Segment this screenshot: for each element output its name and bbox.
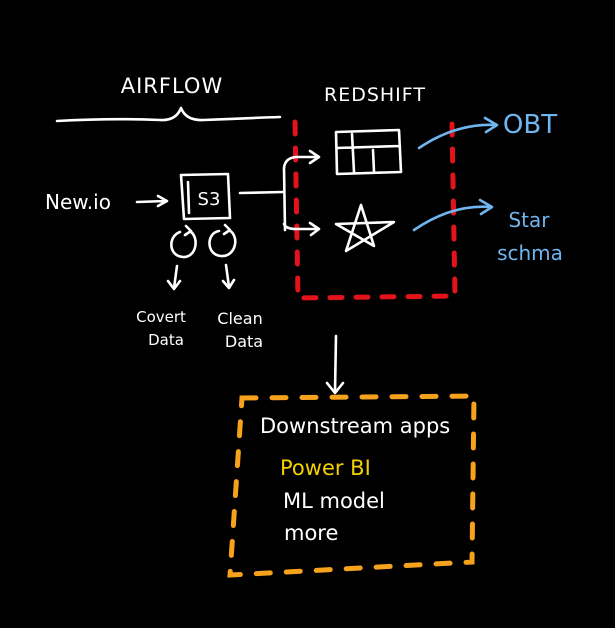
redshift-label: REDSHIFT (324, 84, 426, 106)
clean-cycle-icon (208, 223, 237, 258)
star-schema-icon (334, 203, 396, 253)
convert-label-line1: Covert (136, 308, 186, 326)
arrow-to-star-schema (412, 198, 494, 232)
arrow-to-clean (221, 263, 236, 290)
convert-cycle-icon (170, 224, 197, 259)
arrow-to-convert (166, 264, 182, 291)
obt-label: OBT (503, 110, 557, 140)
clean-label-line1: Clean (217, 309, 262, 328)
downstream-title: Downstream apps (260, 414, 450, 438)
source-label: New.io (45, 190, 111, 214)
arrow-s3-to-tables (238, 149, 321, 237)
convert-label-line2: Data (148, 331, 184, 349)
downstream-item-more: more (284, 521, 338, 545)
star-label-line1: Star (508, 208, 550, 232)
downstream-boundary (227, 393, 477, 578)
s3-label: S3 (198, 189, 221, 210)
star-label-line2: schma (497, 241, 563, 265)
airflow-label: AIRFLOW (121, 74, 223, 98)
arrow-to-downstream (325, 334, 345, 395)
obt-table-icon (334, 128, 403, 176)
clean-label-line2: Data (225, 332, 263, 351)
s3-bucket (179, 172, 232, 221)
downstream-item-power-bi: Power BI (280, 456, 371, 480)
arrow-to-obt (417, 116, 499, 150)
airflow-brace (55, 106, 282, 123)
arrow-source-to-s3 (135, 194, 169, 208)
redshift-boundary (292, 119, 458, 301)
downstream-item-ml-model: ML model (283, 489, 385, 513)
